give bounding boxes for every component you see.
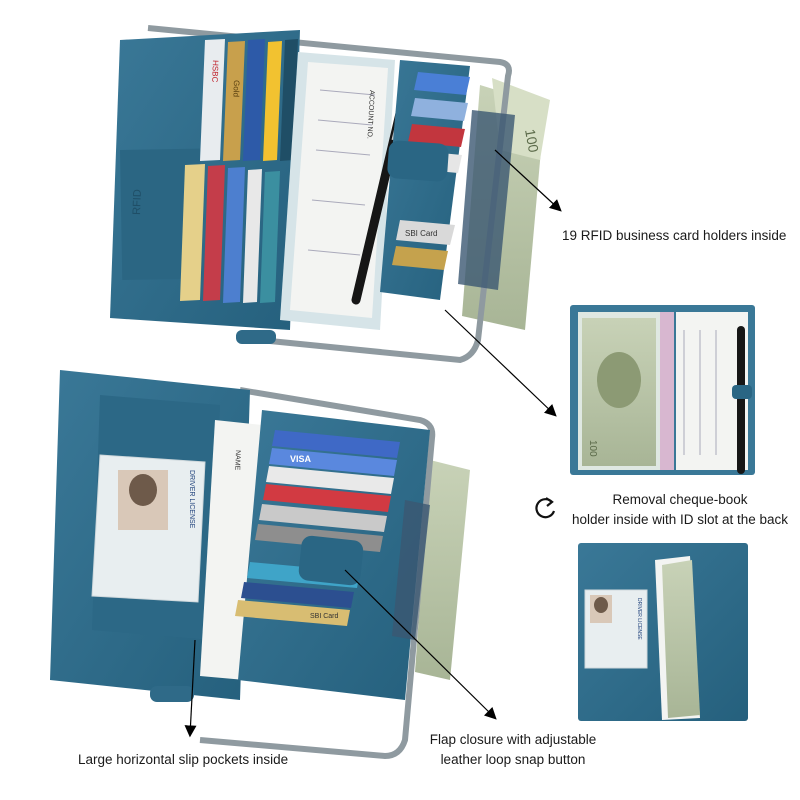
rotate-ccw-icon xyxy=(535,497,556,519)
caption-flap-line2: leather loop snap button xyxy=(440,752,586,767)
zipper-pull xyxy=(236,330,276,344)
zipper-pull xyxy=(150,686,194,702)
caption-removal-line2: holder inside with ID slot at the back xyxy=(571,512,789,527)
caption-removal-line1: Removal cheque-book xyxy=(612,492,748,507)
caption-flap-line1: Flap closure with adjustable xyxy=(429,732,597,747)
hsbc-card-text: HSBC xyxy=(210,60,220,83)
id-window: DRIVER LICENSE xyxy=(584,589,648,669)
bill-denomination-text: 100 xyxy=(522,128,542,154)
license-text: DRIVER LICENSE xyxy=(188,470,195,529)
arrow-flap xyxy=(344,569,497,720)
account-no-label: ACCOUNT NO. xyxy=(365,90,375,139)
snap-flap xyxy=(387,140,449,182)
id-window: DRIVER LICENSE xyxy=(91,454,206,603)
arrow-slip xyxy=(184,639,197,738)
svg-text:NAME: NAME xyxy=(233,450,241,471)
caption-flap-closure: Flap closure with adjustable leather loo… xyxy=(408,730,618,770)
sbi-card-text: SBI Card xyxy=(405,229,437,238)
svg-text:DRIVER LICENSE: DRIVER LICENSE xyxy=(636,598,642,640)
right-card-slots: SBI Card xyxy=(392,72,470,270)
left-card-slots: HSBC Gold xyxy=(180,39,298,303)
caption-slip-pockets: Large horizontal slip pockets inside xyxy=(78,752,289,767)
arrow-rfid xyxy=(494,149,562,212)
svg-text:SBI Card: SBI Card xyxy=(310,613,339,620)
cheque-book-back: DRIVER LICENSE xyxy=(578,543,748,721)
rfid-emboss-text: RFID xyxy=(131,189,144,215)
callout-arrows xyxy=(184,149,562,738)
svg-text:100: 100 xyxy=(587,440,598,457)
visa-card-text: VISA xyxy=(290,454,312,464)
wallet-top-open: 100 RFID HSBC Gold ACCOUN xyxy=(110,25,550,364)
cheque-book-open: 100 xyxy=(570,305,755,475)
svg-text:Gold: Gold xyxy=(231,80,241,97)
wallet-bottom-open: DRIVER LICENSE NAME VISA SBI Card xyxy=(50,370,470,760)
arrow-cheque xyxy=(444,309,557,417)
caption-removal-cheque-book: Removal cheque-book holder inside with I… xyxy=(560,490,800,530)
caption-rfid-card-holders: 19 RFID business card holders inside xyxy=(562,228,787,243)
